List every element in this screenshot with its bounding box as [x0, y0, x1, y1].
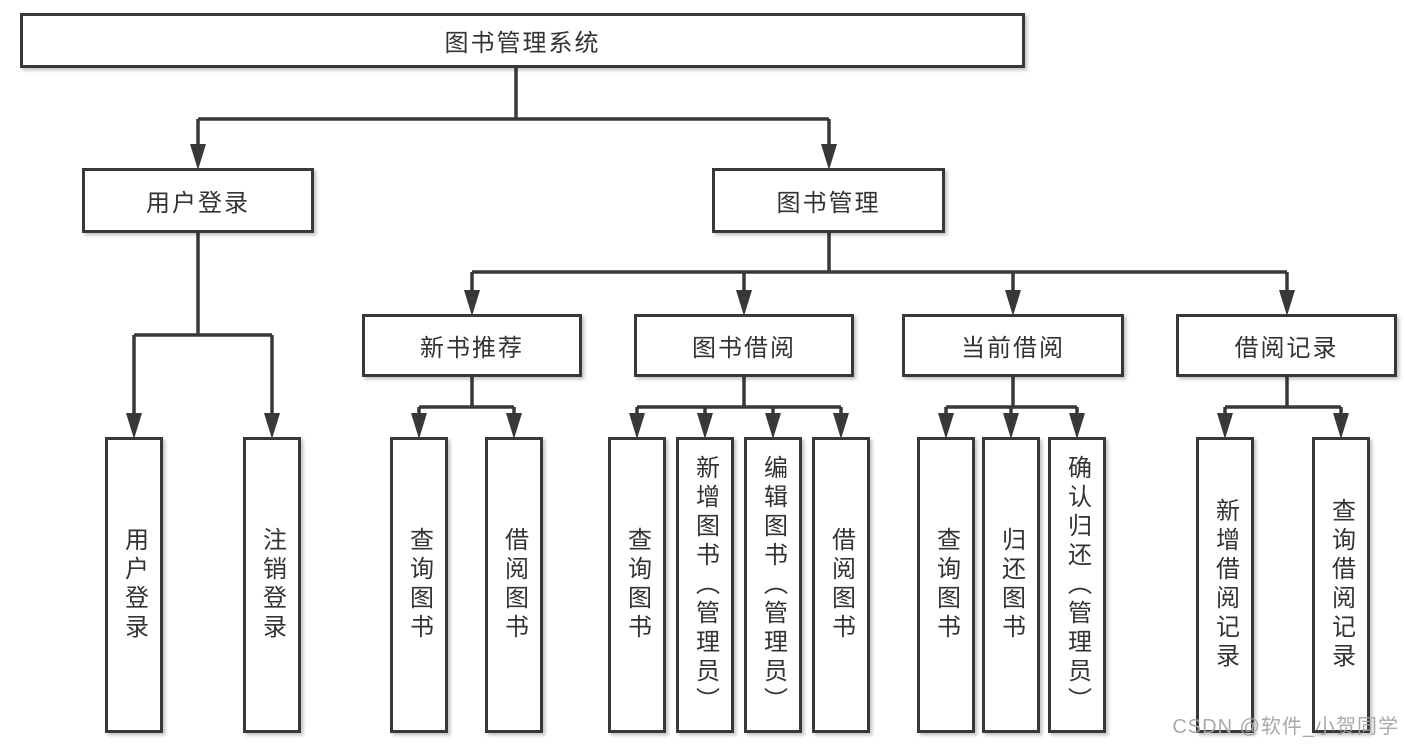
leaf-query-borrow-record: 查询借阅记录 [1312, 437, 1370, 733]
arrow-down-icon [1005, 290, 1021, 316]
arrow-down-icon [190, 144, 206, 170]
connector-root-to-level2 [190, 68, 837, 170]
leaf-logout: 注销登录 [243, 437, 301, 733]
leaf-query-book-3: 查询图书 [917, 437, 975, 733]
leaf-query-book-2: 查询图书 [608, 437, 666, 733]
arrow-down-icon [264, 413, 280, 439]
connector-line [196, 68, 831, 146]
leaf-query-book-1: 查询图书 [390, 437, 448, 733]
csdn-watermark: CSDN @软件_小贺同学 [1172, 716, 1399, 738]
node-label: 借阅记录 [1234, 335, 1339, 362]
arrow-down-icon [736, 290, 752, 316]
node-label: 查询借阅记录 [1327, 498, 1355, 672]
node-borrow-record: 借阅记录 [1176, 314, 1397, 377]
leaf-add-borrow-record: 新增借阅记录 [1196, 437, 1254, 733]
node-current-borrow: 当前借阅 [902, 314, 1124, 377]
node-new-book-recommend: 新书推荐 [362, 314, 582, 377]
node-label: 编辑图书（管理员） [759, 454, 787, 716]
connector-book-mgmt-to-level3 [464, 233, 1295, 316]
node-label: 新增图书（管理员） [691, 454, 719, 716]
node-label: 借阅图书 [827, 527, 855, 643]
leaf-borrow-book-1: 借阅图书 [485, 437, 543, 733]
node-label: 用户登录 [146, 190, 250, 217]
node-label: 查询图书 [405, 527, 433, 643]
node-book-management: 图书管理 [712, 168, 945, 233]
arrow-down-icon [1069, 413, 1085, 439]
connector-new-book-to-leaves [411, 377, 522, 439]
connector-line [1223, 377, 1343, 415]
connector-current-borrow-to-leaves [938, 377, 1085, 439]
arrow-down-icon [1279, 290, 1295, 316]
node-label: 借阅图书 [500, 527, 528, 643]
node-label: 图书管理 [776, 190, 881, 217]
node-label: 新书推荐 [420, 335, 524, 362]
arrow-down-icon [1333, 413, 1349, 439]
leaf-borrow-book-2: 借阅图书 [812, 437, 870, 733]
node-label: 图书管理系统 [444, 30, 601, 57]
arrow-down-icon [1217, 413, 1233, 439]
connector-line [417, 377, 516, 415]
node-library-system: 图书管理系统 [20, 13, 1025, 68]
arrow-down-icon [629, 413, 645, 439]
connector-book-borrow-to-leaves [629, 377, 849, 439]
arrow-down-icon [938, 413, 954, 439]
connector-line [132, 233, 274, 415]
node-label: 归还图书 [997, 527, 1025, 643]
arrow-down-icon [697, 413, 713, 439]
connector-line [635, 377, 843, 415]
leaf-add-book-admin: 新增图书（管理员） [676, 437, 734, 733]
node-label: 图书借阅 [692, 335, 796, 362]
leaf-confirm-return-admin: 确认归还（管理员） [1048, 437, 1106, 733]
node-label: 注销登录 [258, 527, 286, 643]
node-book-borrow: 图书借阅 [634, 314, 854, 377]
node-label: 查询图书 [623, 527, 651, 643]
node-label: 确认归还（管理员） [1063, 454, 1091, 716]
arrow-down-icon [765, 413, 781, 439]
node-label: 用户登录 [120, 527, 148, 643]
arrow-down-icon [464, 290, 480, 316]
connector-line [944, 377, 1079, 415]
node-label: 新增借阅记录 [1211, 498, 1239, 672]
node-label: 查询图书 [932, 527, 960, 643]
connector-user-login-to-leaves [126, 233, 280, 439]
arrow-down-icon [821, 144, 837, 170]
node-user-login: 用户登录 [82, 168, 314, 233]
connector-borrow-record-to-leaves [1217, 377, 1349, 439]
arrow-down-icon [126, 413, 142, 439]
arrow-down-icon [506, 413, 522, 439]
arrow-down-icon [411, 413, 427, 439]
leaf-user-login: 用户登录 [105, 437, 163, 733]
arrow-down-icon [833, 413, 849, 439]
leaf-edit-book-admin: 编辑图书（管理员） [744, 437, 802, 733]
connector-line [470, 233, 1289, 292]
arrow-down-icon [1003, 413, 1019, 439]
node-label: 当前借阅 [961, 335, 1065, 362]
leaf-return-book: 归还图书 [982, 437, 1040, 733]
